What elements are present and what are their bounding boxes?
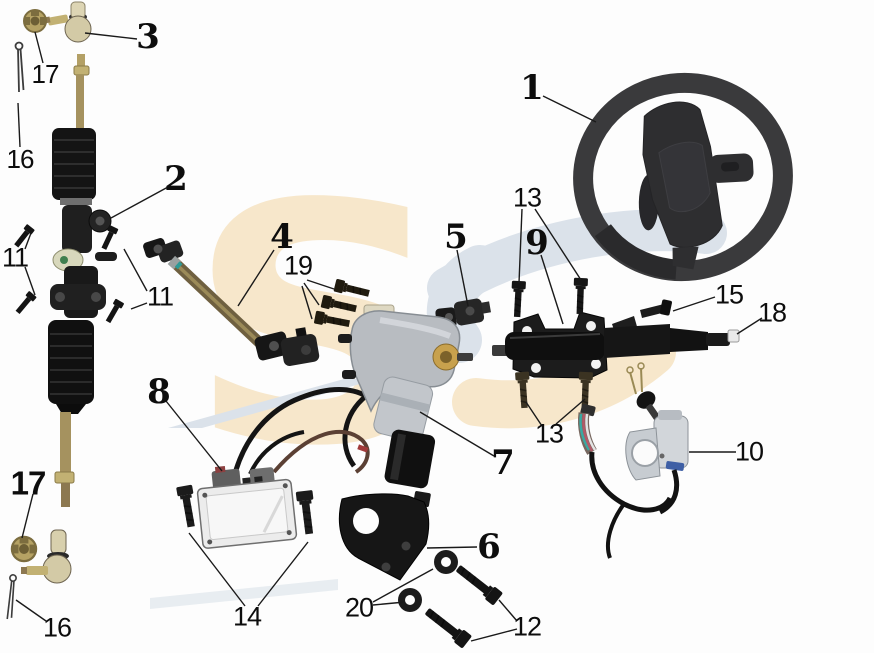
watermark-swoosh-bottom [452, 328, 676, 429]
leader-line-11 [24, 232, 32, 250]
leader-line-14 [188, 532, 246, 607]
leader-line-17 [21, 493, 34, 539]
leader-line-19 [301, 285, 313, 320]
intermediate-shaft [143, 238, 320, 366]
leader-line-17 [34, 31, 44, 64]
castle-nut-bottom [10, 535, 38, 563]
leader-line-12 [470, 628, 518, 642]
leader-line-14 [257, 541, 309, 607]
watermark-band-low [150, 579, 338, 609]
tie-rod-end-top [43, 1, 92, 43]
leader-line-2 [110, 186, 169, 219]
leader-line-11 [130, 302, 148, 310]
leader-line-18 [736, 317, 763, 335]
eps-motor-assembly [338, 304, 473, 489]
column-pinch-bolt [640, 299, 672, 318]
leader-line-13 [555, 398, 586, 425]
leader-line-1 [542, 95, 597, 123]
ignition-switch [578, 362, 689, 559]
cotter-pin-bottom [3, 573, 19, 621]
mounting-bracket [338, 491, 431, 581]
leader-line-8 [165, 400, 223, 472]
rack-boot-lower [48, 320, 94, 404]
leader-line-12 [498, 599, 518, 622]
castle-nut-top [23, 9, 47, 33]
wiring-harness [233, 387, 370, 475]
leader-line-16 [17, 102, 21, 148]
leader-line-4 [237, 249, 275, 307]
steering-column [492, 311, 740, 379]
leader-line-19 [306, 279, 335, 290]
leader-line-13 [525, 401, 543, 427]
cotter-pin-top [14, 41, 25, 93]
leader-line-15 [672, 296, 716, 312]
leader-line-13 [534, 208, 582, 281]
leader-line-20 [372, 601, 406, 606]
leader-line-19 [303, 282, 320, 306]
control-module [196, 465, 298, 549]
leader-line-9 [540, 254, 564, 325]
leader-line-13 [518, 208, 523, 284]
motor-end-cap [384, 429, 436, 489]
leader-line-5 [456, 249, 469, 307]
leader-line-3 [84, 32, 138, 40]
leader-line-11 [123, 248, 148, 292]
steering-rack [48, 54, 117, 507]
leader-line-11 [24, 266, 36, 296]
leader-line-20 [372, 568, 434, 603]
steering-wheel [573, 72, 793, 282]
leader-line-6 [426, 546, 478, 549]
shaft-end-cap [727, 329, 740, 343]
leader-lines [15, 31, 763, 642]
tie-rod-end-bottom [21, 529, 72, 584]
clamp-hole [631, 439, 659, 467]
leader-line-7 [419, 411, 495, 457]
leader-line-16 [15, 599, 47, 622]
